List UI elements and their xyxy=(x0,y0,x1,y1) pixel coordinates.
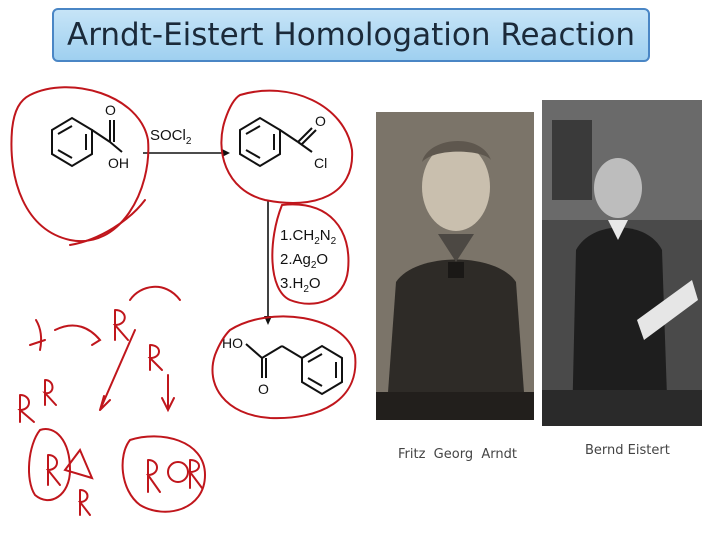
acid-chloride-o: O xyxy=(315,113,326,129)
step-3-text: 3.H2O xyxy=(280,275,321,295)
benzoic-acid-o: O xyxy=(105,102,116,118)
caption-eistert: Bernd Eistert xyxy=(585,443,670,458)
slide-title: Arndt-Eistert Homologation Reaction xyxy=(67,17,635,53)
benzoic-acid-structure xyxy=(51,116,123,168)
benzoic-acid-oh: OH xyxy=(108,155,129,171)
product-o: O xyxy=(258,381,269,397)
product-structure xyxy=(245,343,343,396)
caption-arndt: Fritz Georg Arndt xyxy=(398,447,517,462)
arrow-head-1 xyxy=(222,149,230,157)
title-banner: Arndt-Eistert Homologation Reaction xyxy=(52,8,650,62)
acid-chloride-cl: Cl xyxy=(314,155,327,171)
step-1-text: 1.CH2N2 xyxy=(280,227,337,247)
step-2-text: 2.Ag2O xyxy=(280,251,328,271)
handwritten-annotations xyxy=(10,86,357,516)
product-ho: HO xyxy=(222,335,243,351)
eistert-photo-art xyxy=(542,100,702,426)
reagent-socl2: SOCl2 xyxy=(150,127,192,147)
portrait-arndt xyxy=(376,112,534,420)
arndt-photo-art xyxy=(376,112,534,420)
portrait-eistert xyxy=(542,100,702,426)
acid-chloride-structure xyxy=(239,116,317,168)
